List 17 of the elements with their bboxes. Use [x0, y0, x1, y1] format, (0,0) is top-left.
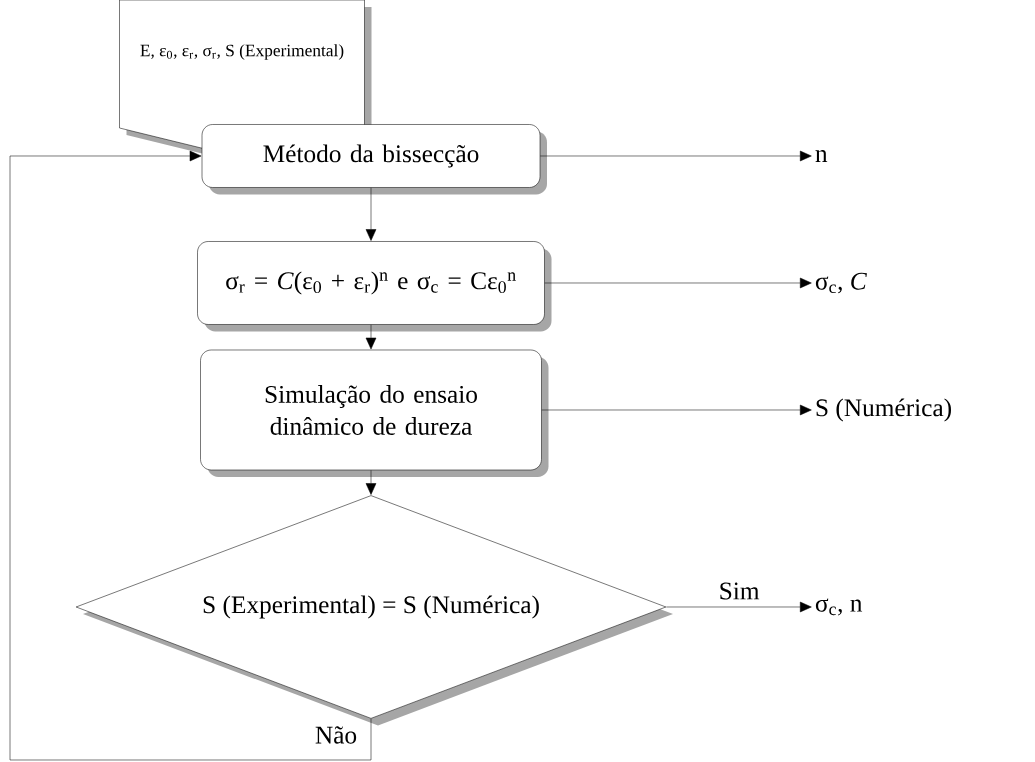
output-label: n [815, 150, 828, 162]
process-box: Método da bissecção [201, 124, 547, 195]
process-box: σ$_{r}$ = C(ε$_{0}$ + ε$_{r}$)$^{n}$ e σ$_{c}$ = Cε$_{0}$n [197, 241, 552, 332]
arrow [540, 150, 812, 162]
arrow [666, 601, 812, 613]
arrow [365, 324, 377, 350]
edge-label: Sim [720, 582, 760, 600]
arrow [365, 470, 377, 495]
output-label: σ$_{c}$, n [815, 598, 863, 616]
output-label: σ$_{c}$, C [815, 272, 867, 294]
arrow [365, 187, 377, 241]
arrow [541, 404, 812, 416]
arrow [9, 150, 372, 761]
edge-label: Não [315, 726, 357, 744]
arrow [544, 277, 812, 289]
output-label: S (Numérica) [816, 398, 951, 422]
process-box: Simulação do ensaio dinâmico de dureza [200, 349, 549, 477]
